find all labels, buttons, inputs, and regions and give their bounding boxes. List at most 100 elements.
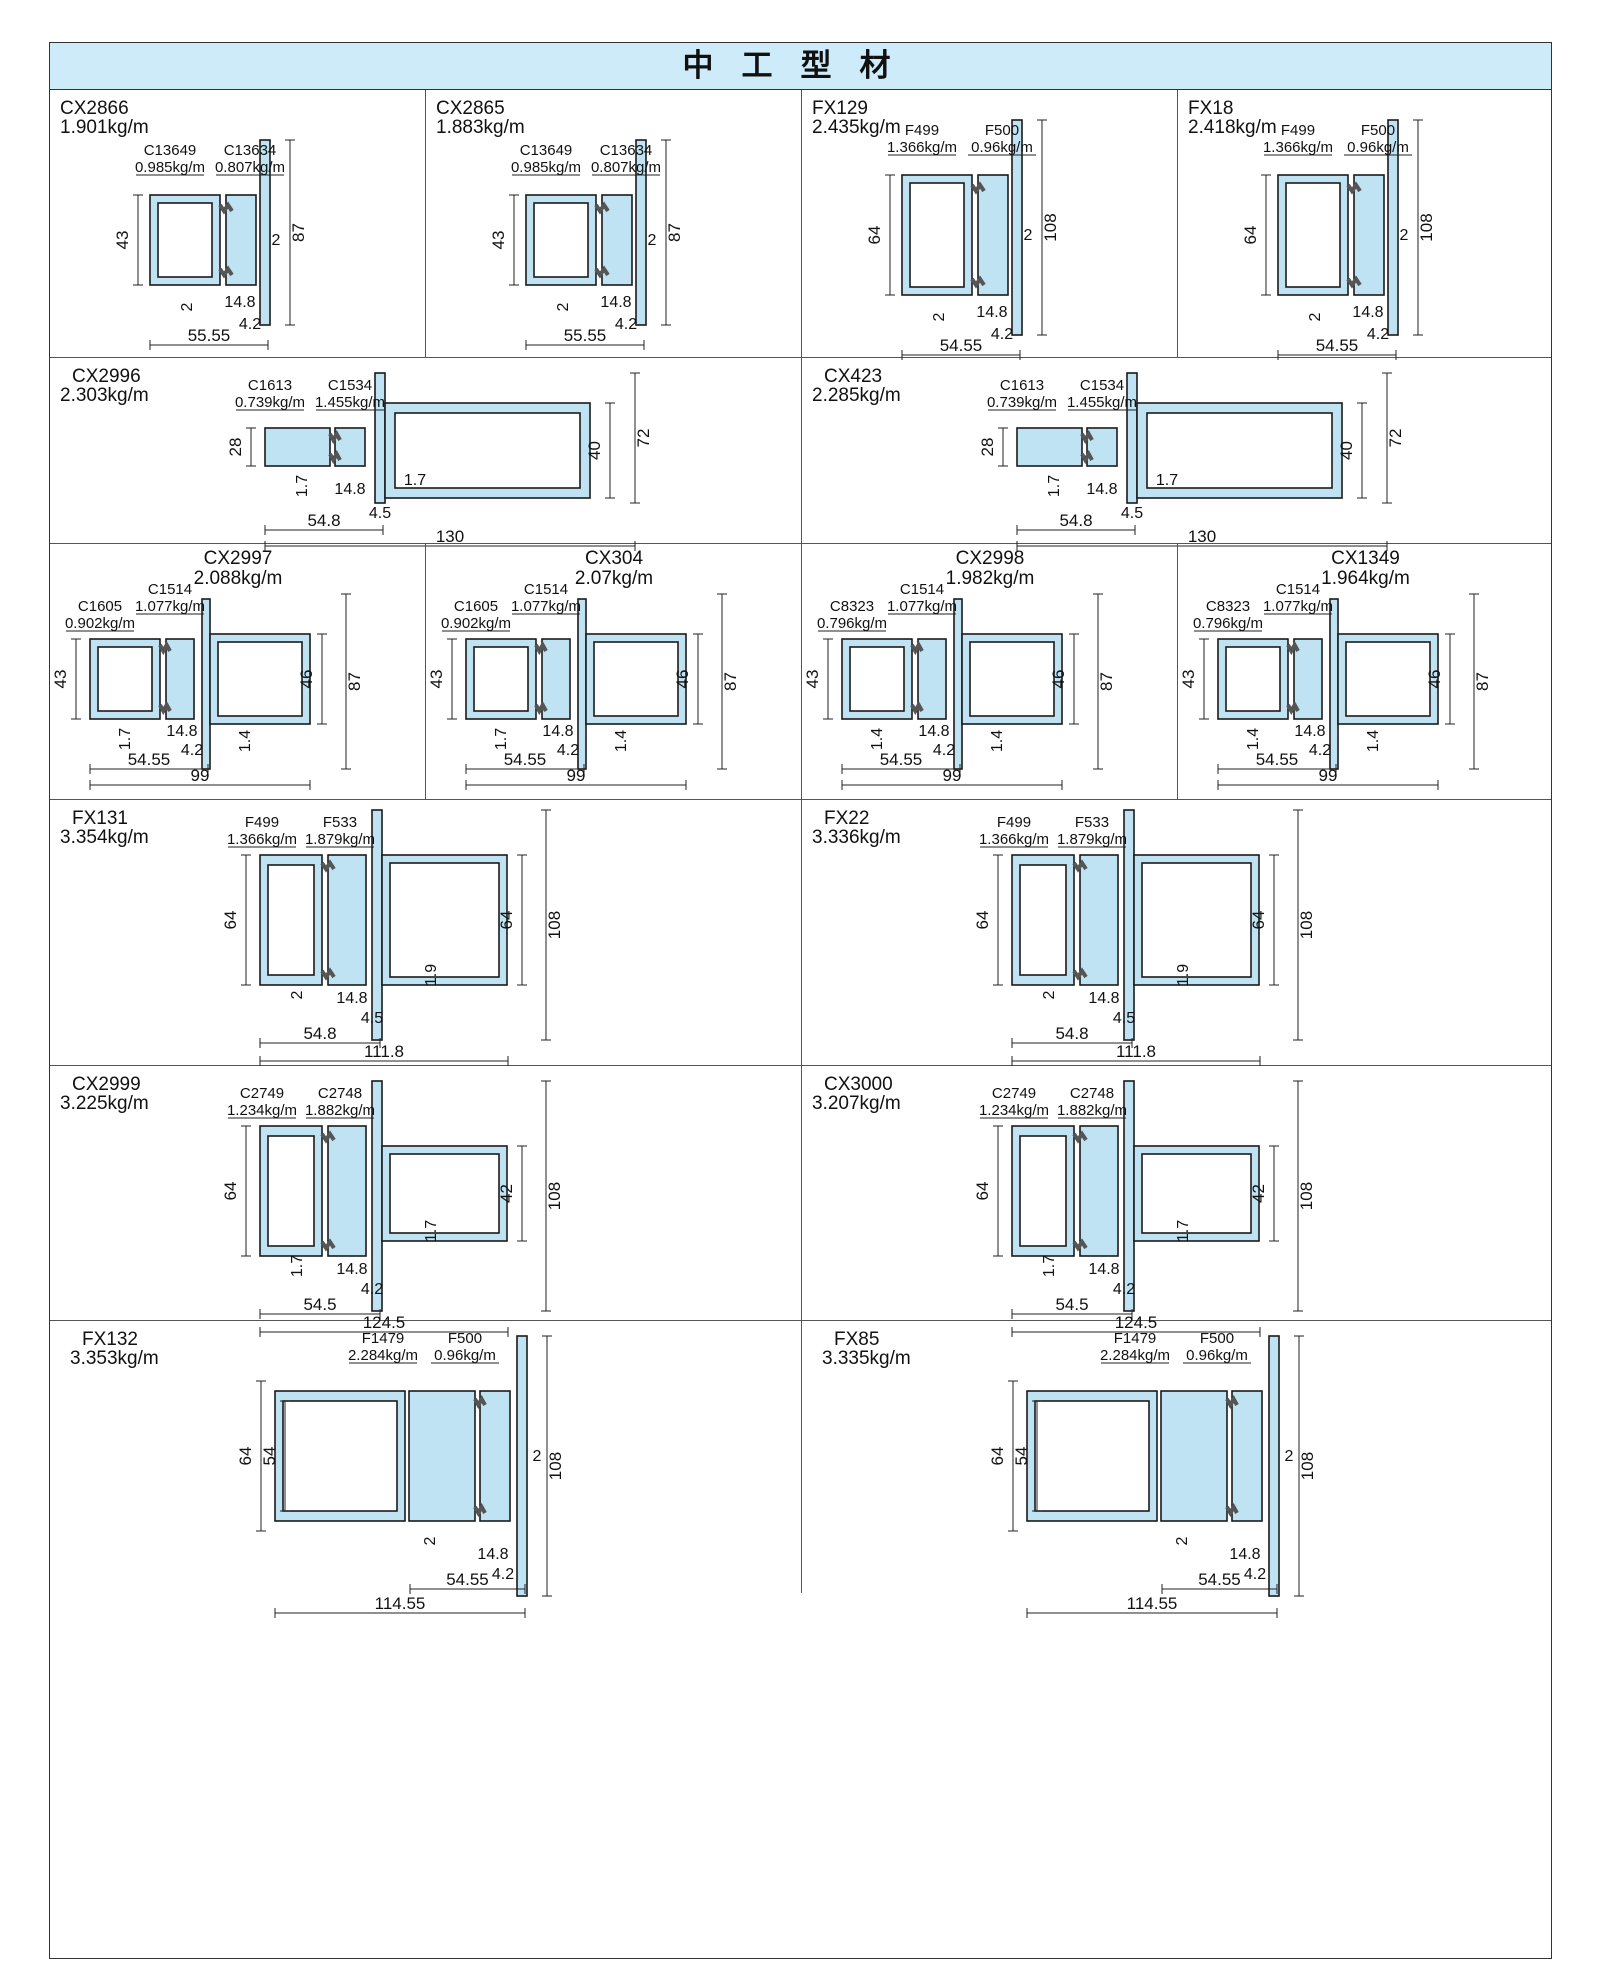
dim-strip: 14.8	[976, 304, 1007, 321]
dim-lip: 4.5	[361, 1010, 383, 1027]
wide-sash-cavity	[1034, 1400, 1150, 1512]
dim-height-left: 43	[489, 231, 508, 250]
dim-wall: 2	[1024, 227, 1033, 244]
part-2-code: F500	[1361, 122, 1395, 139]
thermal-strip-top	[534, 640, 548, 656]
dim-height-left: 64	[236, 1447, 255, 1466]
thermal-strip-top	[218, 201, 234, 215]
profile-weight: 1.982kg/m	[945, 568, 1035, 589]
dim-width: 55.55	[564, 326, 607, 345]
inner-chamber	[327, 854, 367, 986]
part-1-code: F499	[245, 814, 279, 831]
dim-width: 111.8	[364, 1042, 404, 1061]
frame-cavity	[1345, 641, 1431, 717]
dim-wall-bottom: 2	[931, 312, 948, 321]
profile-weight: 1.901kg/m	[60, 117, 149, 138]
dim-width-inner: 54.55	[446, 1570, 489, 1589]
frame-cavity	[1141, 1153, 1252, 1234]
thermal-strip-top	[1225, 1394, 1239, 1410]
thermal-strip-top	[158, 640, 172, 656]
part-2-weight: 0.96kg/m	[971, 139, 1033, 156]
inner-chamber	[1231, 1390, 1263, 1522]
dim-wall-mid: 1.7	[1175, 1220, 1192, 1242]
profile-code: FX132	[82, 1329, 138, 1350]
dim-lip: 4.2	[615, 316, 637, 333]
part-2-weight: 0.96kg/m	[1186, 1347, 1248, 1364]
dim-height-right: 108	[545, 1182, 564, 1210]
dim-lip: 4.2	[361, 1281, 383, 1298]
dim-wall-mid: 1.9	[423, 964, 440, 986]
dim-lip: 4.2	[991, 326, 1013, 343]
profile-weight: 3.353kg/m	[70, 1348, 159, 1369]
frame-cavity	[394, 412, 581, 489]
dim-height-right: 87	[289, 223, 308, 242]
dim-height-mid: 40	[1337, 441, 1356, 460]
thermal-strip-top	[1286, 640, 1300, 656]
dim-wall: 2	[272, 232, 281, 249]
inner-chamber	[917, 638, 947, 720]
dim-height-mid: 40	[585, 441, 604, 460]
dim-width-inner: 54.8	[307, 511, 340, 530]
frame-leg	[374, 372, 386, 504]
thermal-strip-bottom	[1072, 967, 1088, 981]
thermal-strip-top	[320, 859, 336, 873]
part-2-code: C1514	[148, 581, 192, 598]
dim-wall-bottom: 1.4	[869, 728, 886, 750]
dim-strip: 14.8	[166, 723, 197, 740]
dim-wall: 2	[1285, 1448, 1294, 1465]
dim-height-left: 28	[226, 438, 245, 457]
part-2-code: C13634	[224, 142, 277, 159]
part-1-code: C13649	[144, 142, 197, 159]
part-1-code: C1613	[248, 377, 292, 394]
part-2-weight: 1.455kg/m	[1067, 394, 1137, 411]
frame-cavity	[969, 641, 1055, 717]
part-2-weight: 1.455kg/m	[315, 394, 385, 411]
dim-width: 130	[436, 527, 464, 546]
dim-height-mid: 64	[497, 911, 516, 930]
profile-weight: 3.207kg/m	[812, 1093, 901, 1114]
dim-height-right: 72	[634, 429, 653, 448]
profile-code: FX18	[1188, 98, 1234, 119]
profile-code: CX2999	[72, 1074, 141, 1095]
dim-lip: 4.2	[1113, 1281, 1135, 1298]
dim-height-right: 87	[665, 223, 684, 242]
thermal-strip-top	[320, 1130, 336, 1144]
part-1-code: C1613	[1000, 377, 1044, 394]
inner-frame-chamber	[977, 174, 1009, 296]
dim-width: 111.8	[1116, 1042, 1156, 1061]
part-1-code: C8323	[1206, 598, 1250, 615]
dim-width-inner: 54.8	[303, 1024, 336, 1043]
thermal-strip-bottom	[1346, 275, 1362, 289]
sash-cavity	[267, 864, 315, 976]
part-1-code: F499	[1281, 122, 1315, 139]
profile-code: FX85	[834, 1329, 880, 1350]
frame-leg	[1268, 1335, 1280, 1597]
dim-wall: 2	[1400, 227, 1409, 244]
part-1-code: F1479	[362, 1330, 405, 1347]
dim-lip: 4.2	[557, 742, 579, 759]
part-1-weight: 0.796kg/m	[1193, 615, 1263, 632]
part-1-weight: 0.902kg/m	[441, 615, 511, 632]
dim-wall-mid: 1.4	[989, 730, 1006, 752]
dim-wall-mid: 1.4	[1365, 730, 1382, 752]
sash-cavity	[849, 646, 905, 712]
inner-chamber	[479, 1390, 511, 1522]
inner-chamber	[165, 638, 195, 720]
part-2-weight: 1.077kg/m	[887, 598, 957, 615]
sash-chamber	[408, 1390, 476, 1522]
part-1-weight: 1.366kg/m	[887, 139, 957, 156]
dim-wall-mid: 1.7	[404, 472, 426, 489]
chamber-cavity	[157, 202, 213, 278]
dim-height-right: 108	[1041, 213, 1060, 241]
